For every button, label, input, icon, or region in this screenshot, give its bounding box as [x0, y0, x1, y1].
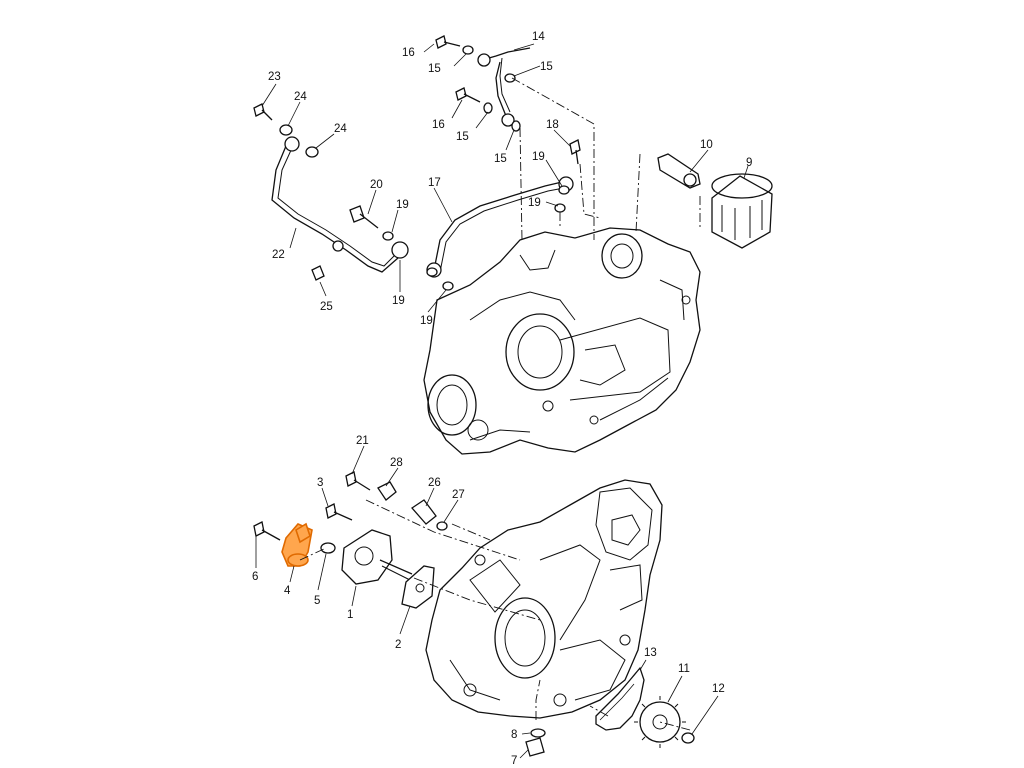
callout-17: 17 — [428, 177, 441, 189]
callout-16b: 16 — [432, 119, 445, 131]
callout-14: 14 — [532, 31, 545, 43]
callout-labels: 1 2 3 4 5 6 7 8 9 10 11 12 13 14 15 15 1… — [252, 31, 752, 767]
circlip-12 — [681, 732, 695, 744]
callout-10: 10 — [700, 139, 713, 151]
oil-pump-1 — [341, 529, 413, 585]
callout-7: 7 — [511, 755, 517, 767]
relief-valve-26 — [411, 499, 437, 525]
callout-21: 21 — [356, 435, 369, 447]
callout-19b: 19 — [528, 197, 541, 209]
callout-9: 9 — [746, 157, 752, 169]
bolt-3 — [325, 503, 353, 521]
callout-15b: 15 — [540, 61, 553, 73]
oil-strainer-4-highlighted — [281, 522, 313, 567]
bolt-21 — [345, 471, 371, 491]
washer-8 — [530, 728, 546, 738]
sprocket-11 — [634, 696, 686, 748]
callout-6: 6 — [252, 571, 258, 583]
chain-13 — [595, 666, 645, 731]
callout-1: 1 — [347, 609, 353, 621]
callout-26: 26 — [428, 477, 441, 489]
alignment-lines — [299, 77, 701, 731]
callout-13: 13 — [644, 647, 657, 659]
callout-8: 8 — [511, 729, 517, 741]
callout-12: 12 — [712, 683, 725, 695]
callout-19e: 19 — [420, 315, 433, 327]
callout-22: 22 — [272, 249, 285, 261]
callout-18: 18 — [546, 119, 559, 131]
callout-27: 27 — [452, 489, 465, 501]
callout-2: 2 — [395, 639, 401, 651]
callout-15d: 15 — [494, 153, 507, 165]
callout-15c: 15 — [456, 131, 469, 143]
callout-3: 3 — [317, 477, 323, 489]
callout-5: 5 — [314, 595, 320, 607]
oil-pipe-14 — [477, 47, 531, 127]
callout-20: 20 — [370, 179, 383, 191]
bolt-6 — [253, 521, 281, 541]
lower-crankcase — [425, 479, 663, 719]
upper-hardware — [253, 35, 581, 291]
callout-23: 23 — [268, 71, 281, 83]
upper-crankcase — [423, 227, 701, 455]
callout-25: 25 — [320, 301, 333, 313]
callout-24a: 24 — [294, 91, 307, 103]
o-ring-27 — [436, 521, 448, 531]
o-ring-5 — [320, 542, 336, 554]
fitting-28 — [377, 481, 397, 501]
callout-11: 11 — [678, 663, 690, 675]
leader-lines — [255, 43, 749, 759]
callout-16a: 16 — [402, 47, 415, 59]
oil-pipe-22 — [271, 136, 409, 273]
callout-19a: 19 — [532, 151, 545, 163]
callout-4: 4 — [284, 585, 291, 597]
callout-19c: 19 — [396, 199, 409, 211]
gasket-2 — [401, 565, 435, 609]
callout-19d: 19 — [392, 295, 405, 307]
drain-plug-7 — [525, 737, 545, 757]
filter-union-bolt — [657, 153, 701, 189]
callout-24b: 24 — [334, 123, 347, 135]
callout-15a: 15 — [428, 63, 441, 75]
oil-filter — [711, 173, 773, 249]
callout-28: 28 — [390, 457, 403, 469]
